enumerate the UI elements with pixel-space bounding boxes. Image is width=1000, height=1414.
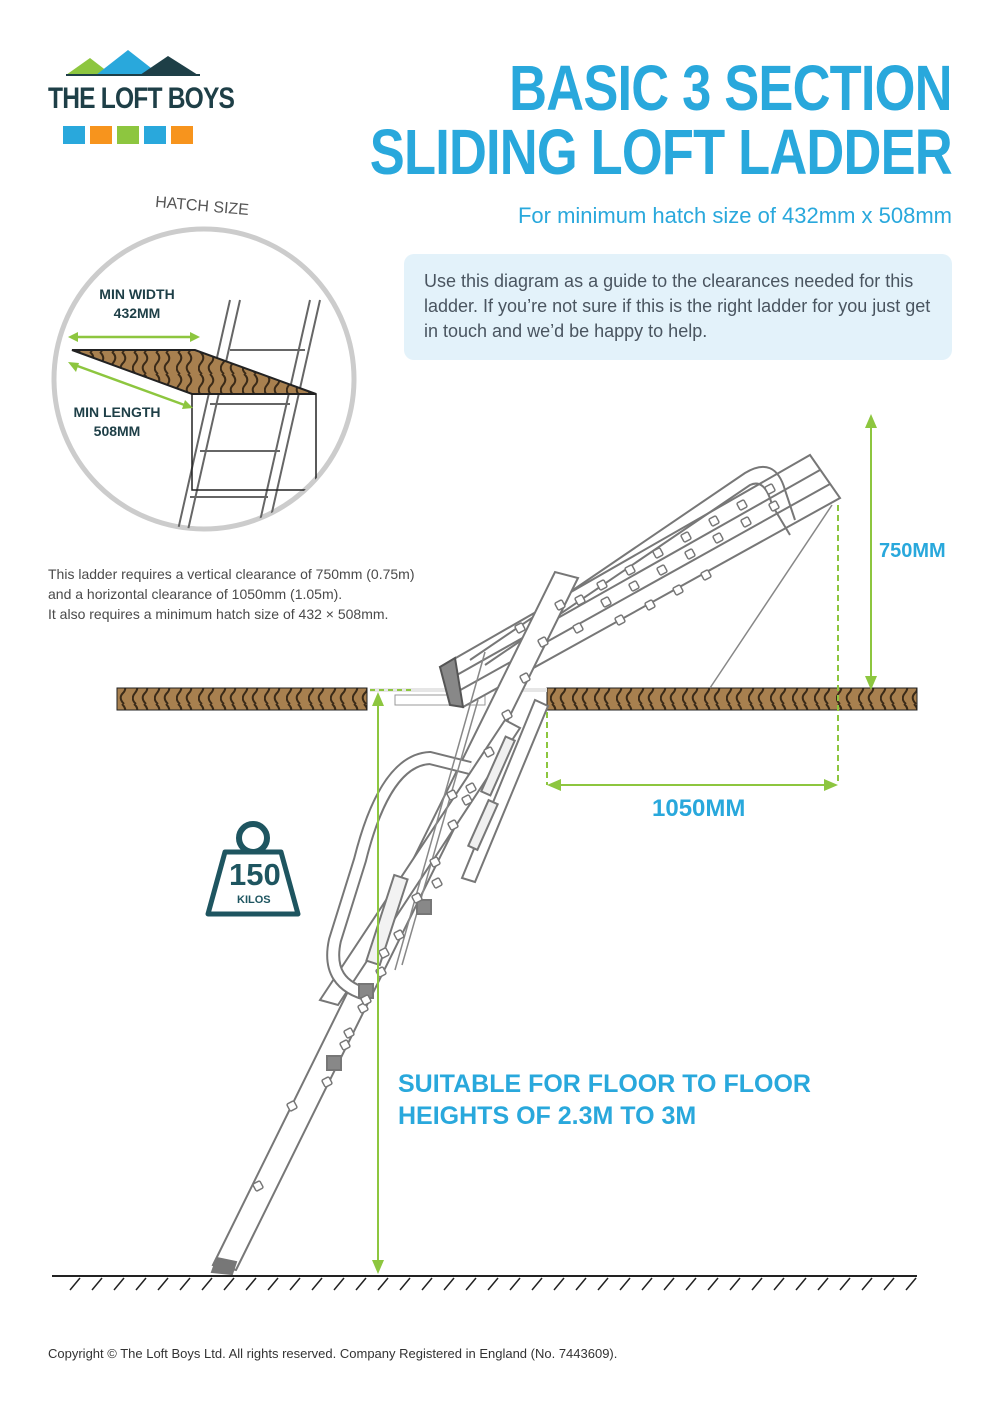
rung-hole [378, 947, 390, 959]
logo-text: THE LOFT BOYS [48, 82, 235, 115]
extended-ladder [210, 570, 580, 1276]
copyright-text: Copyright © The Loft Boys Ltd. All right… [48, 1346, 618, 1361]
rung-hole [411, 892, 423, 904]
horizontal-clearance-arrow [546, 505, 839, 791]
rung-hole [652, 547, 664, 559]
rung-hole [446, 789, 458, 801]
horizontal-clearance-label: 1050MM [652, 795, 746, 822]
rung-hole [572, 622, 584, 634]
ground-line [52, 1275, 917, 1291]
rung-hole [431, 877, 443, 889]
page-subtitle: For minimum hatch size of 432mm x 508mm [517, 203, 952, 228]
rung-hole [286, 1100, 298, 1112]
weight-unit: KILOS [237, 894, 271, 906]
rung-hole [537, 636, 549, 648]
rung-hole [684, 548, 696, 560]
rung-hole [712, 532, 724, 544]
rung-hole [519, 672, 531, 684]
rung-hole [624, 564, 636, 576]
min-length-label: MIN LENGTH 508MM [62, 403, 172, 441]
rung-hole [501, 709, 513, 721]
rung-hole [461, 794, 473, 806]
rung-hole [483, 746, 495, 758]
rung-hole [672, 584, 684, 596]
rung-hole [465, 782, 477, 794]
rung-hole [429, 856, 441, 868]
rung-hole [768, 500, 780, 512]
rung-hole [736, 499, 748, 511]
rung-hole [447, 819, 459, 831]
rung-hole [764, 483, 776, 495]
rung-hole [574, 594, 586, 606]
info-text: Use this diagram as a guide to the clear… [424, 271, 931, 341]
min-length-text: MIN LENGTH [73, 404, 161, 420]
rung-hole [700, 569, 712, 581]
rung-hole [656, 564, 668, 576]
vertical-clearance-arrow [865, 414, 877, 690]
floor-height-line1: SUITABLE FOR FLOOR TO FLOOR [398, 1070, 811, 1098]
rung-hole [393, 929, 405, 941]
floor-height-note: SUITABLE FOR FLOOR TO FLOOR HEIGHTS OF 2… [398, 1068, 811, 1132]
floor-height-line2: HEIGHTS OF 2.3M TO 3M [398, 1102, 697, 1130]
note-line: and a horizontal clearance of 1050mm (1.… [48, 586, 343, 602]
min-width-text: MIN WIDTH [99, 286, 175, 302]
weight-capacity-icon [205, 821, 301, 917]
note-line: This ladder requires a vertical clearanc… [48, 566, 415, 582]
rung-hole [600, 596, 612, 608]
rung-hole [360, 994, 372, 1006]
rung-hole [339, 1039, 351, 1051]
rung-hole [554, 599, 566, 611]
rung-hole [343, 1027, 355, 1039]
note-line: It also requires a minimum hatch size of… [48, 606, 389, 622]
rung-hole [708, 515, 720, 527]
rung-hole [252, 1180, 264, 1192]
vertical-clearance-label: 750MM [879, 540, 946, 562]
hatch-size-circle [51, 226, 357, 532]
rung-hole [614, 614, 626, 626]
info-box: Use this diagram as a guide to the clear… [404, 254, 952, 360]
min-length-value: 508MM [93, 423, 141, 439]
rung-hole [680, 531, 692, 543]
rung-hole [514, 622, 526, 634]
min-width-value: 432MM [113, 305, 161, 321]
min-width-label: MIN WIDTH 432MM [84, 285, 190, 323]
rung-hole [644, 599, 656, 611]
rung-hole [596, 579, 608, 591]
page-title-line2: SLIDING LOFT LADDER [369, 116, 953, 188]
logo-mountains [66, 50, 200, 76]
clearance-notes: This ladder requires a vertical clearanc… [48, 564, 415, 624]
rung-hole [628, 580, 640, 592]
rung-hole [740, 516, 752, 528]
rung-hole [321, 1076, 333, 1088]
page-title-line1: BASIC 3 SECTION [509, 52, 952, 124]
logo-icons [63, 126, 193, 144]
floor-height-arrow [372, 692, 384, 1274]
weight-value: 150 [229, 857, 281, 892]
folded-ladder-sections [438, 453, 842, 709]
